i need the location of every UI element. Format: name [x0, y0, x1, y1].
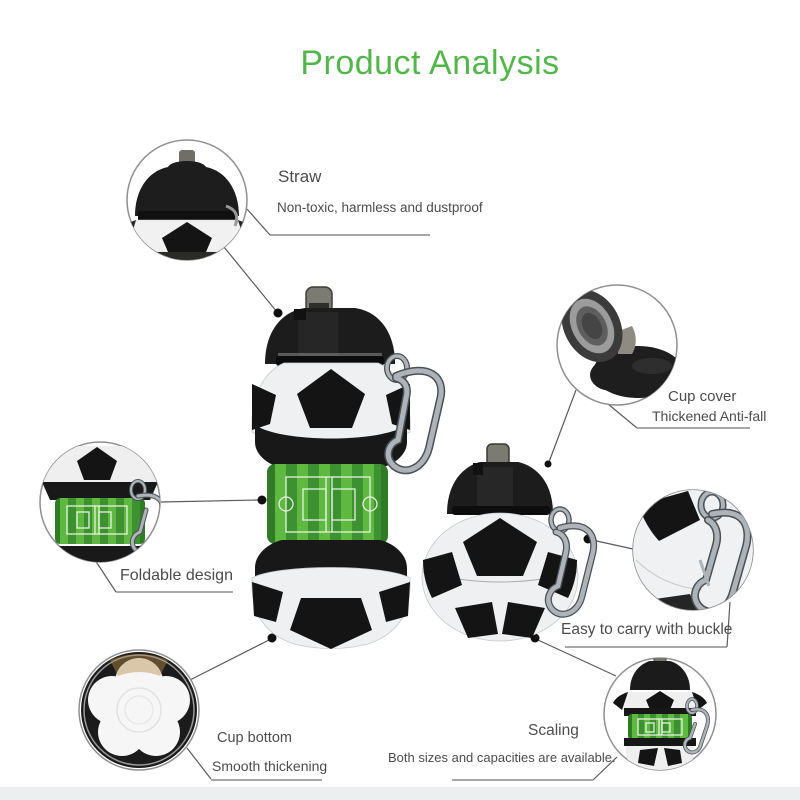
foldable-heading: Foldable design: [120, 567, 233, 584]
connector-dot: [257, 495, 267, 505]
cup-bottom-heading: Cup bottom: [217, 730, 292, 746]
callout-connector-lines: [94, 208, 750, 781]
cup-cover-subtext: Thickened Anti-fall: [652, 408, 767, 424]
scaling-detail-photo: [613, 658, 710, 770]
cup-cover-heading: Cup cover: [668, 388, 737, 405]
scaling-heading: Scaling: [528, 722, 579, 739]
scaling-subtext: Both sizes and capacities are available.: [388, 750, 616, 765]
straw-heading: Straw: [278, 167, 322, 186]
soccer-field-band: [267, 464, 388, 544]
bottle-collapsed-image: [421, 443, 598, 642]
cup-cover-detail-photo: [561, 289, 677, 398]
cup-bottom-subtext: Smooth thickening: [212, 758, 328, 774]
connector-dot: [273, 308, 283, 318]
connector-dot: [544, 460, 552, 468]
straw-subtext: Non-toxic, harmless and dustproof: [277, 200, 483, 215]
page-bottom-strip: [0, 787, 800, 800]
carabiner: [544, 506, 598, 618]
carabiner: [384, 353, 446, 475]
easy-carry-heading: Easy to carry with buckle: [561, 621, 733, 638]
page-title: Product Analysis: [300, 44, 560, 82]
bottle-expanded-image: [251, 286, 446, 649]
buckle-detail-photo: [633, 490, 753, 610]
connector-dot: [267, 633, 277, 643]
cup-bottom-detail-photo: [81, 652, 197, 768]
